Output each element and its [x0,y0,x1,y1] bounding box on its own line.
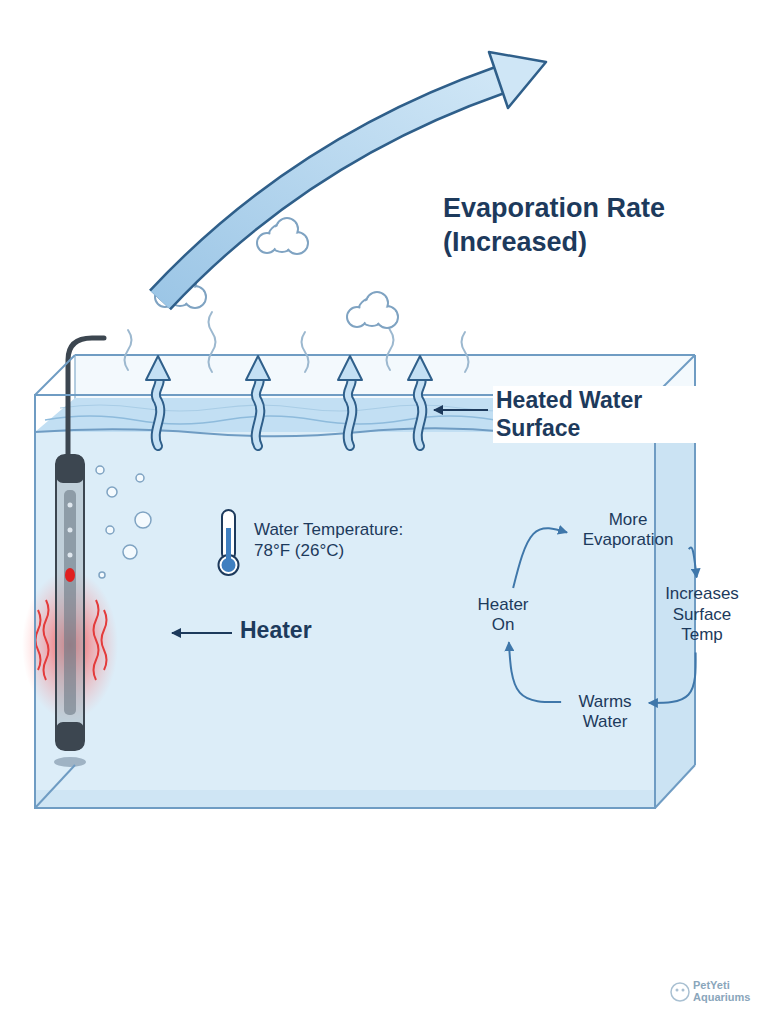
step-text: More Evaporation [574,510,682,551]
leader-arrows-part [434,409,488,411]
watermark-icon-part [682,989,685,992]
bubbles-part [135,512,151,528]
tank-front-part [655,765,695,808]
cycle-step: Heater On [467,593,539,638]
arrow-caption: Evaporation Rate (Increased) [443,192,743,260]
heater-part [64,490,76,715]
cycle-arrow [513,528,567,588]
steam-wisps-part [209,312,216,372]
heater-part [54,757,86,767]
thermometer-part [222,558,236,572]
leader-arrows-part [172,632,232,634]
bubbles-part [96,466,104,474]
cycle-arrow [649,653,696,703]
bubbles-part [107,487,117,497]
heater-part [56,722,84,750]
rising-arrows-part [246,356,270,446]
rising-arrows-part [408,356,432,446]
steam-wisps-part [462,332,469,372]
temperature-label: Water Temperature: 78°F (26°C) [254,519,426,562]
heater [22,338,118,767]
watermark: PetYeti Aquariums [693,979,761,1003]
cycle-arrow [689,547,697,577]
surface-label: Heated Water Surface [493,386,699,443]
cycle-step: Increases Surface Temp [656,582,748,647]
heater-part [68,553,73,558]
watermark-icon [671,983,689,1001]
water [35,398,695,808]
heater-part [65,568,75,582]
tank-front-part [35,765,75,808]
step-text: Warms Water [568,692,642,733]
bubbles [96,466,151,578]
heater-part [56,455,84,750]
leader-arrows [172,410,488,633]
heater-part [68,503,73,508]
rising-arrows [146,356,432,446]
evaporation-arrow-part [489,52,546,108]
cycle-step: More Evaporation [572,508,684,553]
water-part [35,790,655,808]
heater-label: Heater [240,617,312,645]
evaporation-arrow-part [160,80,500,300]
bubbles-part [123,545,137,559]
heater-part [44,600,49,680]
steam-clouds-part [347,292,398,328]
bubbles-part [136,474,144,482]
steam-wisps-part [125,330,132,370]
step-text: Heater On [469,595,537,636]
cycle-arrow [509,642,561,702]
cycle-step: Warms Water [566,690,644,735]
tank-front-part [35,395,655,808]
watermark-icon-part [676,989,679,992]
heater-part [94,600,99,680]
water-part [35,432,655,808]
tank-back-part [75,354,695,356]
heater-part [36,610,41,670]
thermometer [219,510,239,575]
tank-front-part [35,355,75,395]
heater-part [102,610,107,670]
rising-arrows-part [146,356,170,446]
watermark-icon-part [671,983,689,1001]
bubbles-part [106,526,114,534]
evaporation-arrow-part [160,80,500,300]
evaporation-arrow [160,52,546,300]
thermometer-part [219,555,239,575]
step-text: Increases Surface Temp [658,584,746,645]
steam-wisps-part [302,332,309,372]
heater-part [68,528,73,533]
heater-part [56,455,84,483]
rising-arrows-part [338,356,362,446]
bubbles-part [99,572,105,578]
